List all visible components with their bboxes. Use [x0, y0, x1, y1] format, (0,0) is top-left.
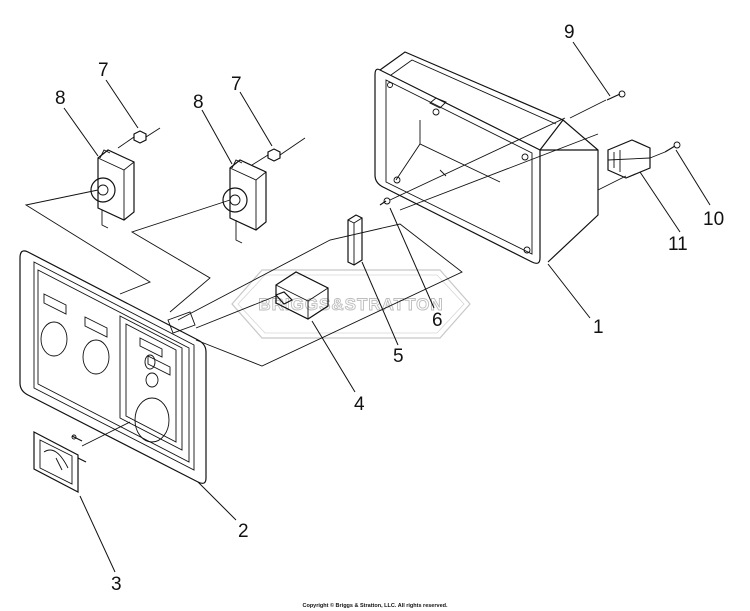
part-5-bracket — [347, 214, 363, 266]
callout-3: 3 — [111, 574, 122, 595]
callout-11: 11 — [668, 234, 688, 255]
part-3-hour-meter — [33, 431, 87, 493]
callout-5: 5 — [393, 346, 404, 367]
callout-10: 10 — [703, 209, 724, 230]
part-7-nut-right — [267, 148, 281, 162]
part-11-connector — [607, 139, 651, 179]
callout-7-left: 7 — [98, 60, 109, 81]
copyright-notice: Copyright © Briggs & Stratton, LLC. All … — [302, 602, 448, 609]
part-9-screw — [606, 90, 626, 101]
part-6-screw — [379, 197, 391, 206]
watermark-text: BRIGGS&STRATTON — [258, 295, 443, 314]
callout-1: 1 — [593, 317, 604, 338]
assembly-lines — [24, 99, 666, 447]
part-1-control-box — [374, 51, 599, 264]
callout-7-right: 7 — [231, 74, 242, 95]
part-10-screw — [664, 141, 681, 153]
callout-8-left: 8 — [55, 88, 66, 109]
callout-labels: 1 2 3 4 5 6 7 7 8 8 9 10 11 — [55, 22, 724, 595]
part-8-outlet-right — [222, 159, 267, 244]
part-8-outlet-left — [90, 149, 135, 229]
callout-4: 4 — [354, 394, 365, 415]
callout-8-right: 8 — [193, 92, 204, 113]
callout-9: 9 — [564, 22, 575, 43]
part-7-nut-left — [133, 130, 147, 144]
callout-leaders — [63, 41, 711, 573]
part-4-switch — [274, 271, 329, 320]
callout-6: 6 — [432, 310, 443, 331]
part-2-control-panel — [19, 250, 207, 484]
callout-2: 2 — [238, 521, 249, 542]
